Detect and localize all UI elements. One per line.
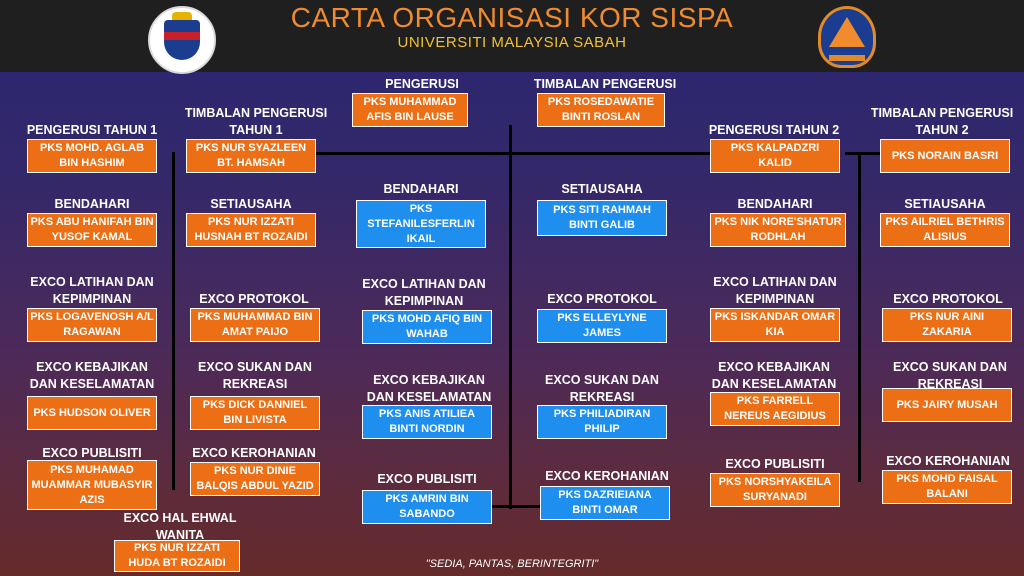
role-label: EXCO PROTOKOL (893, 292, 1003, 306)
connector-center-vertical (509, 125, 512, 509)
role-label: BENDAHARI (54, 197, 130, 211)
member-box: PKS ROSEDAWATIE BINTI ROSLAN (537, 93, 665, 127)
role-label: SETIAUSAHA (561, 182, 643, 196)
sispa-emblem-icon (818, 6, 876, 68)
page-title: CARTA ORGANISASI KOR SISPA (290, 2, 734, 33)
member-box: PKS ELLEYLYNE JAMES (537, 309, 667, 343)
member-box: PKS PHILIADIRAN PHILIP (537, 405, 667, 439)
member-box: PKS ABU HANIFAH BIN YUSOF KAMAL (27, 213, 157, 247)
role-label: PENGERUSI (385, 77, 459, 91)
connector-main-horizontal (245, 152, 765, 155)
member-box: PKS SITI RAHMAH BINTI GALIB (537, 200, 667, 236)
role-label: EXCO HAL EHWAL WANITA (123, 511, 237, 542)
role-label: TIMBALAN PENGERUSI (533, 77, 677, 91)
member-box: PKS NUR AINI ZAKARIA (882, 308, 1012, 342)
role-label: EXCO PUBLISITI (42, 446, 142, 460)
connector-right-vertical (858, 152, 861, 482)
member-box: PKS DICK DANNIEL BIN LIVISTA (190, 396, 320, 430)
connector-right-top (845, 152, 883, 155)
member-box: PKS NUR IZZATI HUDA BT ROZAIDI (114, 540, 240, 572)
role-label: EXCO KEROHANIAN (545, 469, 669, 483)
member-box: PKS MUHAMMAD AFIS BIN LAUSE (352, 93, 468, 127)
role-label: TIMBALAN PENGERUSI TAHUN 1 (184, 106, 328, 137)
member-box: PKS NUR SYAZLEEN BT. HAMSAH (186, 139, 316, 173)
role-label: BENDAHARI (737, 197, 813, 211)
member-box: PKS KALPADZRI KALID (710, 139, 840, 173)
member-box: PKS FARRELL NEREUS AEGIDIUS (710, 392, 840, 426)
motto-text: "SEDIA, PANTAS, BERINTEGRITI" (425, 558, 599, 570)
member-box: PKS ANIS ATILIEA BINTI NORDIN (362, 405, 492, 439)
role-label: TIMBALAN PENGERUSI TAHUN 2 (870, 106, 1014, 137)
member-box: PKS MUHAMMAD BIN AMAT PAIJO (190, 308, 320, 342)
role-label: EXCO PUBLISITI (377, 472, 477, 486)
role-label: EXCO SUKAN DAN REKREASI (893, 360, 1007, 391)
member-box: PKS MOHD. AGLAB BIN HASHIM (27, 139, 157, 173)
role-label: PENGERUSI TAHUN 1 (26, 123, 158, 137)
member-box: PKS JAIRY MUSAH (882, 388, 1012, 422)
role-label: EXCO KEBAJIKAN DAN KESELAMATAN (366, 373, 492, 404)
role-label: SETIAUSAHA (210, 197, 292, 211)
member-box: PKS ISKANDAR OMAR KIA (710, 308, 840, 342)
member-box: PKS MOHD AFIQ BIN WAHAB (362, 310, 492, 344)
member-box: PKS MOHD FAISAL BALANI (882, 470, 1012, 504)
role-label: EXCO LATIHAN DAN KEPIMPINAN (362, 277, 486, 308)
member-box: PKS HUDSON OLIVER (27, 396, 157, 430)
role-label: PENGERUSI TAHUN 2 (708, 123, 840, 137)
member-box: PKS DAZRIEIANA BINTI OMAR (540, 486, 670, 520)
role-label: EXCO KEBAJIKAN DAN KESELAMATAN (711, 360, 837, 391)
role-label: EXCO KEROHANIAN (192, 446, 316, 460)
role-label: EXCO LATIHAN DAN KEPIMPINAN (30, 275, 154, 306)
role-label: BENDAHARI (383, 182, 459, 196)
member-box: PKS AILRIEL BETHRIS ALISIUS (880, 213, 1010, 247)
role-label: EXCO KEROHANIAN (886, 454, 1010, 468)
member-box: PKS NUR IZZATI HUSNAH BT ROZAIDI (186, 213, 316, 247)
connector-left-vertical (172, 152, 175, 490)
role-label: EXCO LATIHAN DAN KEPIMPINAN (713, 275, 837, 306)
role-label: EXCO SUKAN DAN REKREASI (198, 360, 312, 391)
role-label: EXCO KEBAJIKAN DAN KESELAMATAN (29, 360, 155, 391)
member-box: PKS NIK NORE'SHATUR RODHLAH (710, 213, 846, 247)
role-label: EXCO SUKAN DAN REKREASI (545, 373, 659, 404)
member-box: PKS NORSHYAKEILA SURYANADI (710, 473, 840, 507)
page-subtitle: UNIVERSITI MALAYSIA SABAH (397, 34, 627, 51)
member-box: PKS NORAIN BASRI (880, 139, 1010, 173)
member-box: PKS LOGAVENOSH A/L RAGAWAN (27, 308, 157, 342)
member-box: PKS AMRIN BIN SABANDO (362, 490, 492, 524)
member-box: PKS NUR DINIE BALQIS ABDUL YAZID (190, 462, 320, 496)
role-label: EXCO PUBLISITI (725, 457, 825, 471)
role-label: SETIAUSAHA (904, 197, 986, 211)
connector-center-bottom (490, 505, 542, 508)
member-box: PKS STEFANILESFERLIN IKAIL (356, 200, 486, 248)
role-label: EXCO PROTOKOL (547, 292, 657, 306)
university-crest-icon (148, 6, 216, 74)
member-box: PKS MUHAMAD MUAMMAR MUBASYIR AZIS (27, 460, 157, 510)
role-label: EXCO PROTOKOL (199, 292, 309, 306)
